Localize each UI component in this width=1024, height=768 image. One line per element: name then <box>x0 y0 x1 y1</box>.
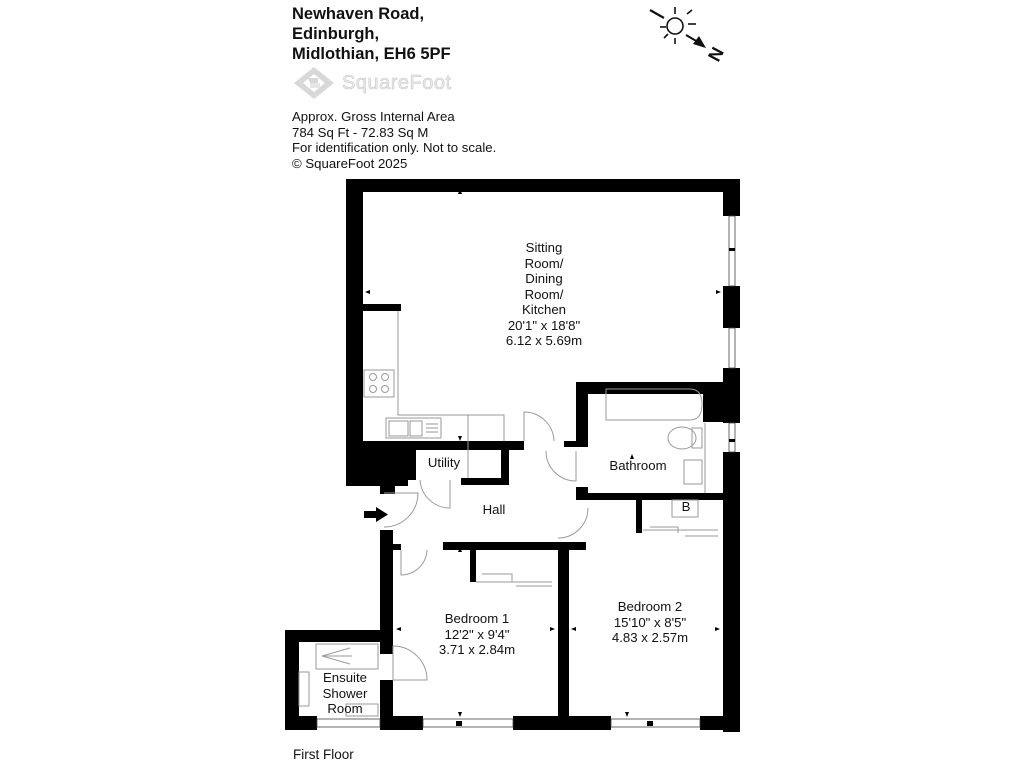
entrance-arrow-icon <box>364 507 388 522</box>
bedroom-1-name: Bedroom 1 <box>444 611 510 626</box>
area-info: Approx. Gross Internal Area 784 Sq Ft - … <box>292 109 496 171</box>
room-label-bathroom: Bathroom <box>609 458 667 473</box>
area-info-line-2: 784 Sq Ft - 72.83 Sq M <box>292 124 429 140</box>
walls <box>285 179 740 732</box>
bedroom-2-name: Bedroom 2 <box>617 599 683 614</box>
address-line-2: Edinburgh, <box>292 25 380 43</box>
sun-compass-icon <box>649 7 706 48</box>
area-info-line-3: For identification only. Not to scale. <box>292 140 497 155</box>
bedroom-2-dimensions-imperial: 15'10" x 8'5" <box>613 614 687 630</box>
property-address: Newhaven Road, Edinburgh, Midlothian, EH… <box>292 4 451 64</box>
ensuite-line: Shower <box>322 685 368 701</box>
room-label-hall: Hall <box>482 502 506 517</box>
kitchen-fixtures <box>298 311 718 717</box>
sitting-room-line: Room/ <box>524 255 564 271</box>
squarefoot-logo-icon <box>294 67 334 99</box>
sitting-room-line: Room/ <box>524 286 564 302</box>
ensuite-line: Ensuite <box>323 670 367 685</box>
room-label-bedroom-1: Bedroom 1 12'2" x 9'4" 3.71 x 2.84m <box>439 611 515 658</box>
room-label-utility: Utility <box>427 455 461 470</box>
address-line-1: Newhaven Road, <box>292 5 425 23</box>
logo-text: SquareFoot <box>342 71 452 94</box>
floor-label: First Floor <box>293 747 354 762</box>
bedroom-2-dimensions-metric: 4.83 x 2.57m <box>611 630 689 645</box>
sitting-room-line: Sitting <box>525 240 563 255</box>
address-line-3: Midlothian, EH6 5PF <box>292 45 451 63</box>
ensuite-line: Room <box>327 701 363 716</box>
area-info-line-4: © SquareFoot 2025 <box>292 155 408 171</box>
bedroom-1-dimensions-imperial: 12'2" x 9'4" <box>444 626 510 642</box>
door-swings <box>383 411 589 681</box>
sitting-room-line: Dining <box>525 271 563 286</box>
squarefoot-logo: SquareFoot <box>292 66 452 100</box>
room-label-boiler: B <box>681 499 691 514</box>
bedroom-1-dimensions-metric: 3.71 x 2.84m <box>438 642 516 657</box>
area-info-line-1: Approx. Gross Internal Area <box>292 109 455 124</box>
room-label-bedroom-2: Bedroom 2 15'10" x 8'5" 4.83 x 2.57m <box>612 599 688 646</box>
room-label-ensuite: Ensuite Shower Room <box>323 670 368 717</box>
sitting-room-line: Kitchen <box>522 302 566 317</box>
compass: N <box>640 2 740 73</box>
sitting-room-dimensions-metric: 6.12 x 5.69m <box>505 333 583 348</box>
sitting-room-dimensions-imperial: 20'1" x 18'8" <box>507 317 581 333</box>
room-label-sitting-room: Sitting Room/ Dining Room/ Kitchen 20'1"… <box>506 240 582 349</box>
